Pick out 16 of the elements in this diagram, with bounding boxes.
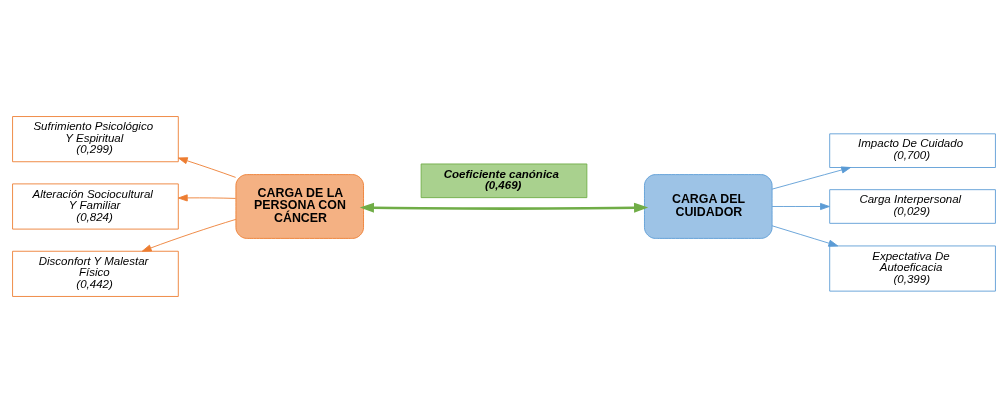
arrow: [177, 156, 237, 178]
node-box: Coeficiente canónica (0,469): [420, 163, 588, 198]
arrow: [177, 193, 237, 201]
arrow: [771, 202, 830, 210]
node-box: CARGA DEL CUIDADOR: [644, 173, 773, 239]
arrow: [141, 218, 237, 252]
node-box: Expectativa De Autoeficacia (0,399): [829, 245, 996, 292]
arrow: [359, 202, 649, 213]
arrow: [771, 165, 851, 190]
node-box: Carga Interpersonal (0,029): [829, 188, 996, 224]
node-box: Impacto De Cuidado (0,700): [829, 132, 996, 168]
node-box: CARGA DE LA PERSONA CON CÁNCER: [235, 173, 364, 239]
node-box: Disconfort Y Malestar Físico (0,442): [12, 250, 179, 297]
arrow: [771, 224, 839, 247]
node-box: Alteración Sociocultural Y Familiar (0,824): [12, 182, 179, 230]
node-box: Sufrimiento Psicológico Y Espiritual (0,299): [12, 115, 179, 162]
